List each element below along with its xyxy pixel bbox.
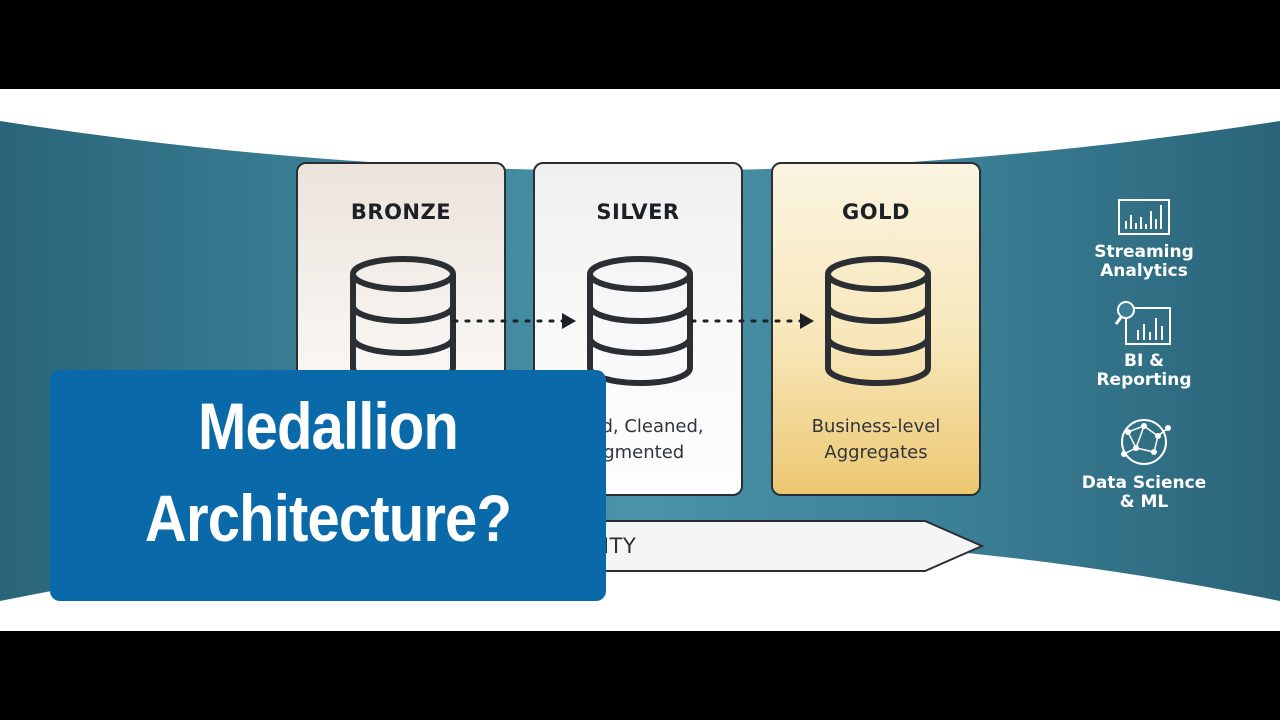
gold-description: Business-level Aggregates [773, 414, 979, 466]
title-overlay: Medallion Architecture? [50, 370, 606, 601]
diagram-stage: BRONZE SILVER ered, Cleaned, [0, 89, 1280, 631]
usecase-bi-reporting: BI & Reporting [1078, 300, 1210, 390]
silver-title: SILVER [596, 200, 680, 224]
flow-arrow-silver-gold [690, 313, 814, 329]
magnifier-chart-icon [1114, 301, 1171, 345]
usecase-streaming-line2: Analytics [1100, 261, 1188, 281]
flow-arrow-bronze-silver [452, 313, 576, 329]
letterbox-top [0, 0, 1280, 89]
silver-desc-line2: ugmented [591, 442, 685, 463]
usecase-streaming-line1: Streaming [1094, 242, 1194, 262]
gold-desc-line2: Aggregates [824, 442, 928, 463]
bronze-database-icon [350, 256, 456, 386]
bar-chart-icon [1118, 199, 1170, 235]
gold-layer-card: GOLD Business-level Aggregates [771, 162, 981, 496]
usecase-data-science-ml: Data Science & ML [1078, 416, 1210, 512]
usecase-bi-line1: BI & [1123, 351, 1165, 371]
letterbox-bottom [0, 631, 1280, 720]
network-globe-icon [1121, 419, 1171, 465]
overlay-title-line1: Medallion [198, 389, 459, 463]
bronze-title: BRONZE [350, 200, 452, 224]
gold-desc-line1: Business-level [811, 416, 941, 437]
gold-title: GOLD [842, 200, 910, 224]
usecase-ds-line1: Data Science [1081, 473, 1207, 493]
silver-layer-card: SILVER ered, Cleaned, ugmented [533, 162, 743, 496]
usecase-streaming-analytics: Streaming Analytics [1078, 199, 1210, 281]
silver-database-icon [587, 256, 693, 386]
gold-database-icon [825, 256, 931, 386]
usecase-ds-line2: & ML [1119, 492, 1169, 512]
overlay-title-line2: Architecture? [144, 481, 512, 555]
usecase-bi-line2: Reporting [1096, 370, 1192, 390]
